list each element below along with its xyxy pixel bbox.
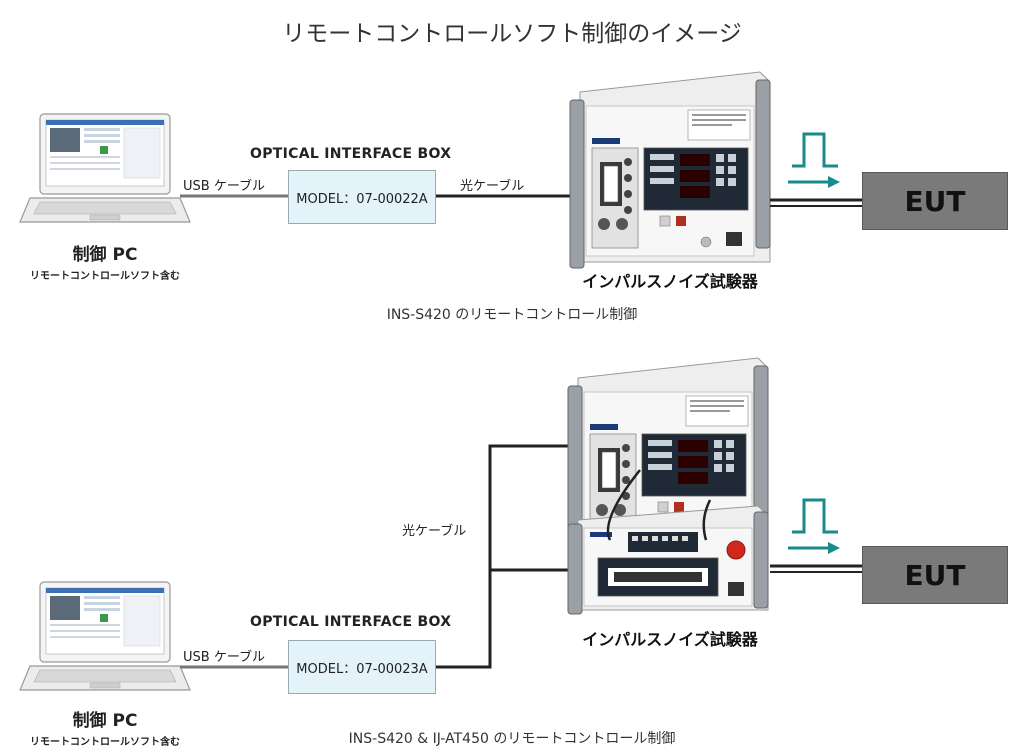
top-pc-subtitle: リモートコントロールソフト含む xyxy=(30,271,180,282)
bottom-oib-title: OPTICAL INTERFACE BOX xyxy=(250,614,452,630)
bottom-pc-subtitle: リモートコントロールソフト含む xyxy=(30,737,180,748)
bottom-pc-label: 制御 PC リモートコントロールソフト含む xyxy=(10,706,200,748)
top-caption: INS-S420 のリモートコントロール制御 xyxy=(386,307,638,323)
bottom-usb-label: USB ケーブル xyxy=(183,650,266,665)
top-pc-title: 制御 PC xyxy=(72,245,138,265)
top-usb-label: USB ケーブル xyxy=(183,179,266,194)
bottom-device-label: インパルスノイズ試験器 xyxy=(582,630,758,649)
bottom-oib-model: MODEL：07-00023A xyxy=(296,661,428,677)
bottom-caption: INS-S420 & IJ-AT450 のリモートコントロール制御 xyxy=(348,731,676,747)
top-oib-title: OPTICAL INTERFACE BOX xyxy=(250,146,452,162)
top-device-label: インパルスノイズ試験器 xyxy=(582,272,758,291)
bottom-laptop-icon xyxy=(19,581,191,691)
bottom-oib-box: MODEL：07-00023A xyxy=(288,640,436,694)
top-oib-model: MODEL：07-00022A xyxy=(296,191,428,207)
top-pulse-waveform-icon xyxy=(786,132,842,190)
top-optical-label: 光ケーブル xyxy=(460,179,525,194)
diagram-title: リモートコントロールソフト制御のイメージ xyxy=(282,21,742,47)
top-impulse-noise-tester-icon xyxy=(569,71,771,269)
bottom-pulse-waveform-icon xyxy=(786,498,842,556)
bottom-eut-box: EUT xyxy=(862,546,1008,604)
top-eut-box: EUT xyxy=(862,172,1008,230)
top-oib-box: MODEL：07-00022A xyxy=(288,170,436,224)
bottom-optical-label: 光ケーブル xyxy=(402,524,467,539)
bottom-pc-title: 制御 PC xyxy=(72,711,138,731)
top-pc-label: 制御 PC リモートコントロールソフト含む xyxy=(10,240,200,282)
bottom-optical-cable-upper xyxy=(436,444,582,669)
top-eut-label: EUT xyxy=(904,184,966,218)
top-laptop-icon xyxy=(19,113,191,223)
bottom-coupler-unit-icon xyxy=(567,505,769,615)
bottom-eut-label: EUT xyxy=(904,558,966,592)
